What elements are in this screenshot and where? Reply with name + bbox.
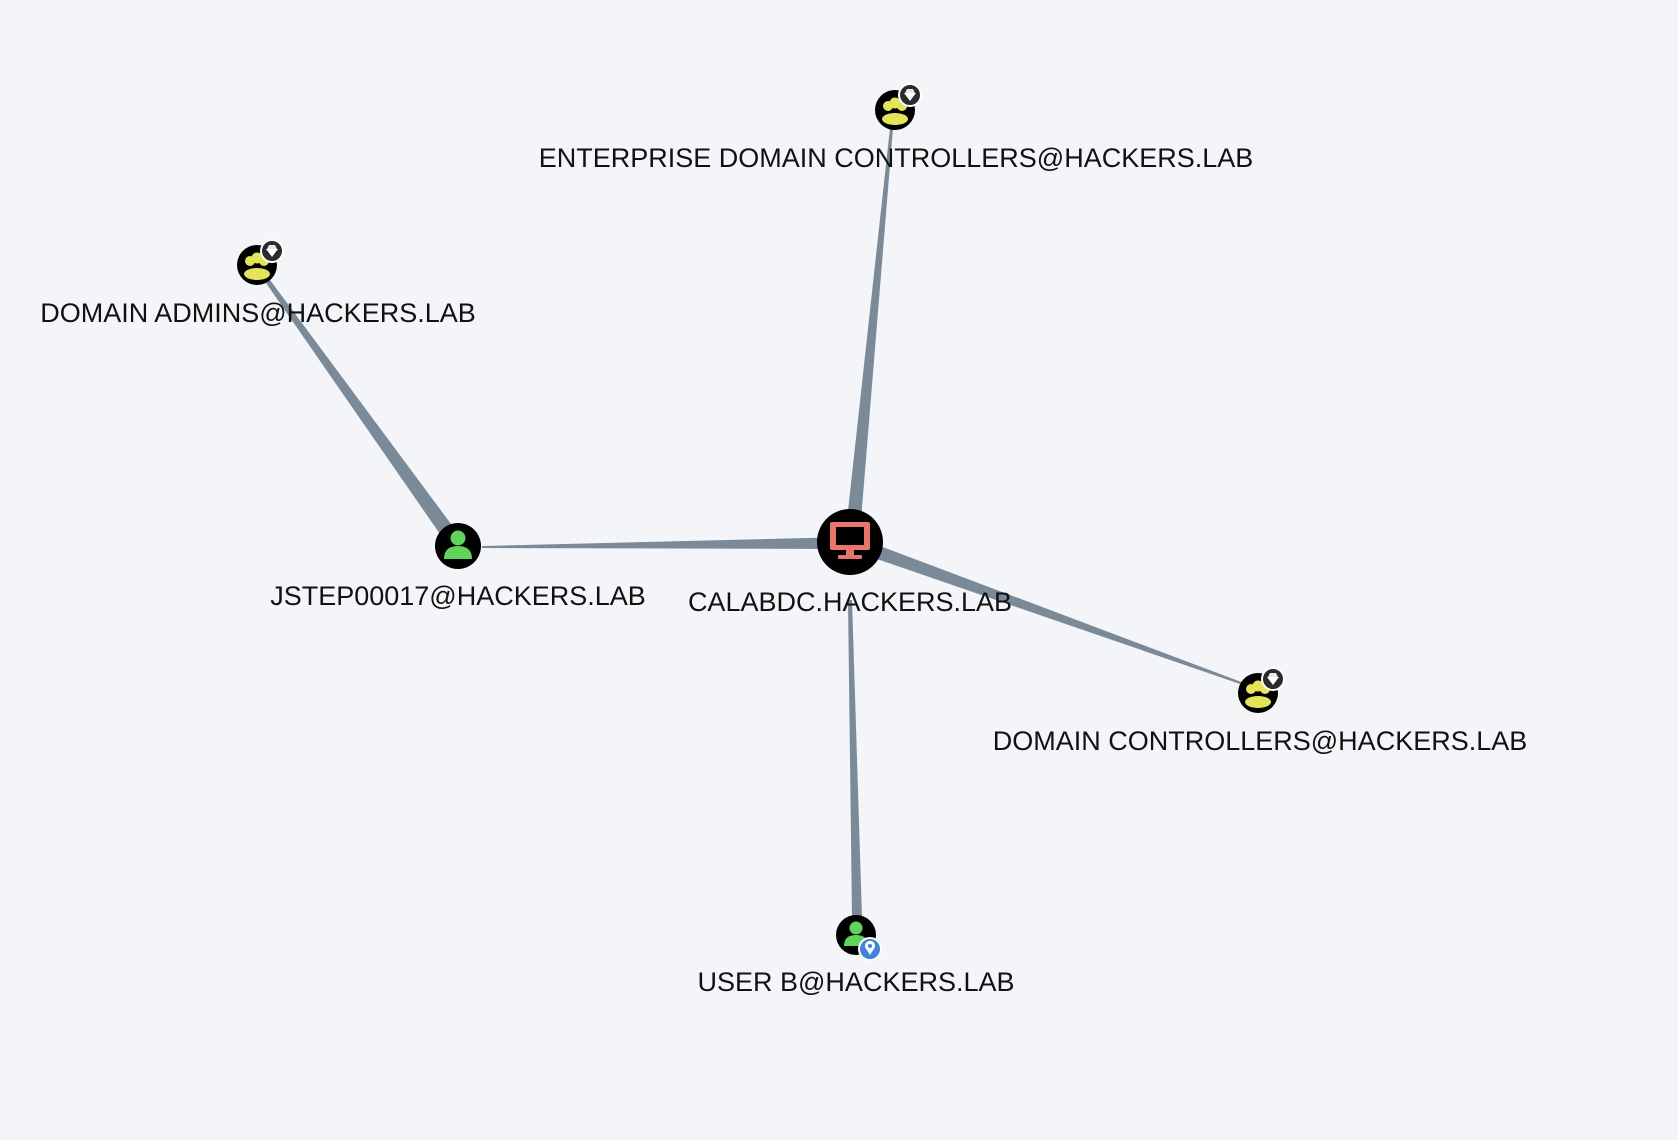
node-label: ENTERPRISE DOMAIN CONTROLLERS@HACKERS.LA…	[539, 143, 1254, 173]
edge-jstep-calabdc[interactable]	[482, 537, 848, 549]
node-user-b[interactable]: USER B@HACKERS.LAB	[698, 915, 1015, 997]
gem-badge-icon	[898, 83, 922, 107]
gem-badge-icon	[260, 239, 284, 263]
edge-enterprise-dc-calabdc[interactable]	[847, 128, 893, 520]
computer-icon	[817, 509, 883, 575]
group-icon	[875, 90, 915, 130]
edge-user-b-calabdc[interactable]	[848, 600, 862, 918]
edges	[266, 128, 1244, 918]
gem-badge-icon	[1261, 667, 1285, 691]
node-label: USER B@HACKERS.LAB	[698, 967, 1015, 997]
node-enterprise-domain-controllers[interactable]: ENTERPRISE DOMAIN CONTROLLERS@HACKERS.LA…	[539, 83, 1254, 173]
node-label: CALABDC.HACKERS.LAB	[688, 587, 1012, 617]
node-label: DOMAIN ADMINS@HACKERS.LAB	[40, 298, 476, 328]
node-jstep00017[interactable]: JSTEP00017@HACKERS.LAB	[270, 523, 646, 611]
edge-calabdc-domain-controllers[interactable]	[874, 546, 1244, 685]
node-label: DOMAIN CONTROLLERS@HACKERS.LAB	[993, 726, 1528, 756]
node-label: JSTEP00017@HACKERS.LAB	[270, 581, 646, 611]
location-badge-icon	[858, 937, 882, 961]
edge-domain-admins-jstep[interactable]	[266, 280, 454, 534]
node-domain-controllers[interactable]: DOMAIN CONTROLLERS@HACKERS.LAB	[993, 667, 1528, 756]
user-icon	[435, 523, 481, 569]
node-calabdc[interactable]: CALABDC.HACKERS.LAB	[688, 509, 1012, 617]
node-domain-admins[interactable]: DOMAIN ADMINS@HACKERS.LAB	[40, 239, 476, 328]
